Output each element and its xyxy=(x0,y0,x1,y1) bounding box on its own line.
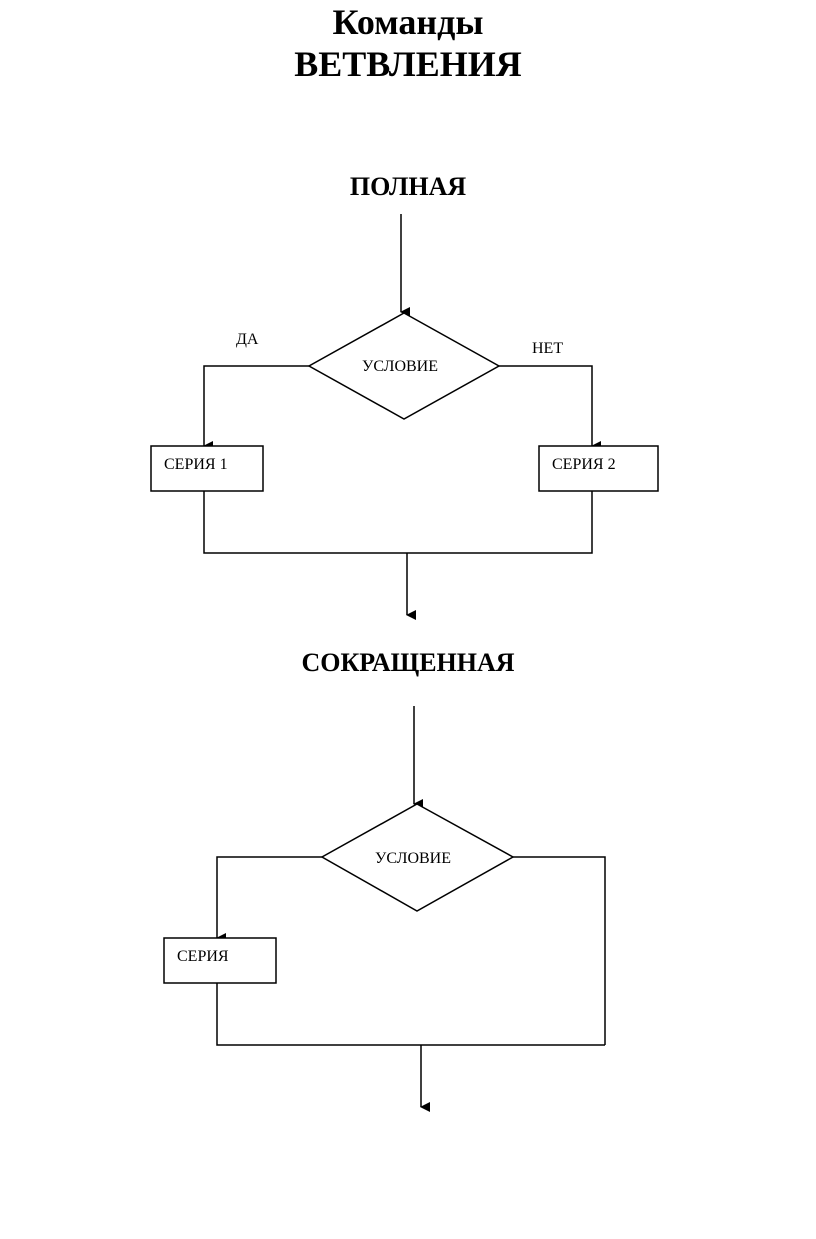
short-series-box xyxy=(163,937,277,984)
full-series1-label: СЕРИЯ 1 xyxy=(164,456,228,473)
page-title-line1: Команды xyxy=(332,2,484,42)
full-branch-diagram xyxy=(150,214,659,620)
full-no-label: НЕТ xyxy=(532,340,563,357)
full-series2-label: СЕРИЯ 2 xyxy=(552,456,616,473)
short-series-label: СЕРИЯ xyxy=(177,948,229,965)
full-condition-label: УСЛОВИЕ xyxy=(362,358,438,375)
full-merge-connector xyxy=(203,491,593,554)
page-title-line2: ВЕТВЛЕНИЯ xyxy=(294,44,522,84)
full-condition-diamond xyxy=(307,312,501,420)
full-series2-box xyxy=(538,445,659,492)
full-yes-connector xyxy=(203,365,309,451)
full-series1-box xyxy=(150,445,264,492)
short-merge-connector xyxy=(216,983,605,1046)
short-branch-heading: СОКРАЩЕННАЯ xyxy=(301,648,515,677)
short-condition-label: УСЛОВИЕ xyxy=(375,850,451,867)
full-branch-heading: ПОЛНАЯ xyxy=(349,172,467,201)
short-no-connector xyxy=(513,856,606,1045)
short-condition-diamond xyxy=(320,803,515,912)
short-yes-connector xyxy=(216,856,322,943)
full-no-connector xyxy=(499,365,601,451)
short-branch-diagram xyxy=(163,706,606,1112)
full-yes-label: ДА xyxy=(236,331,259,348)
